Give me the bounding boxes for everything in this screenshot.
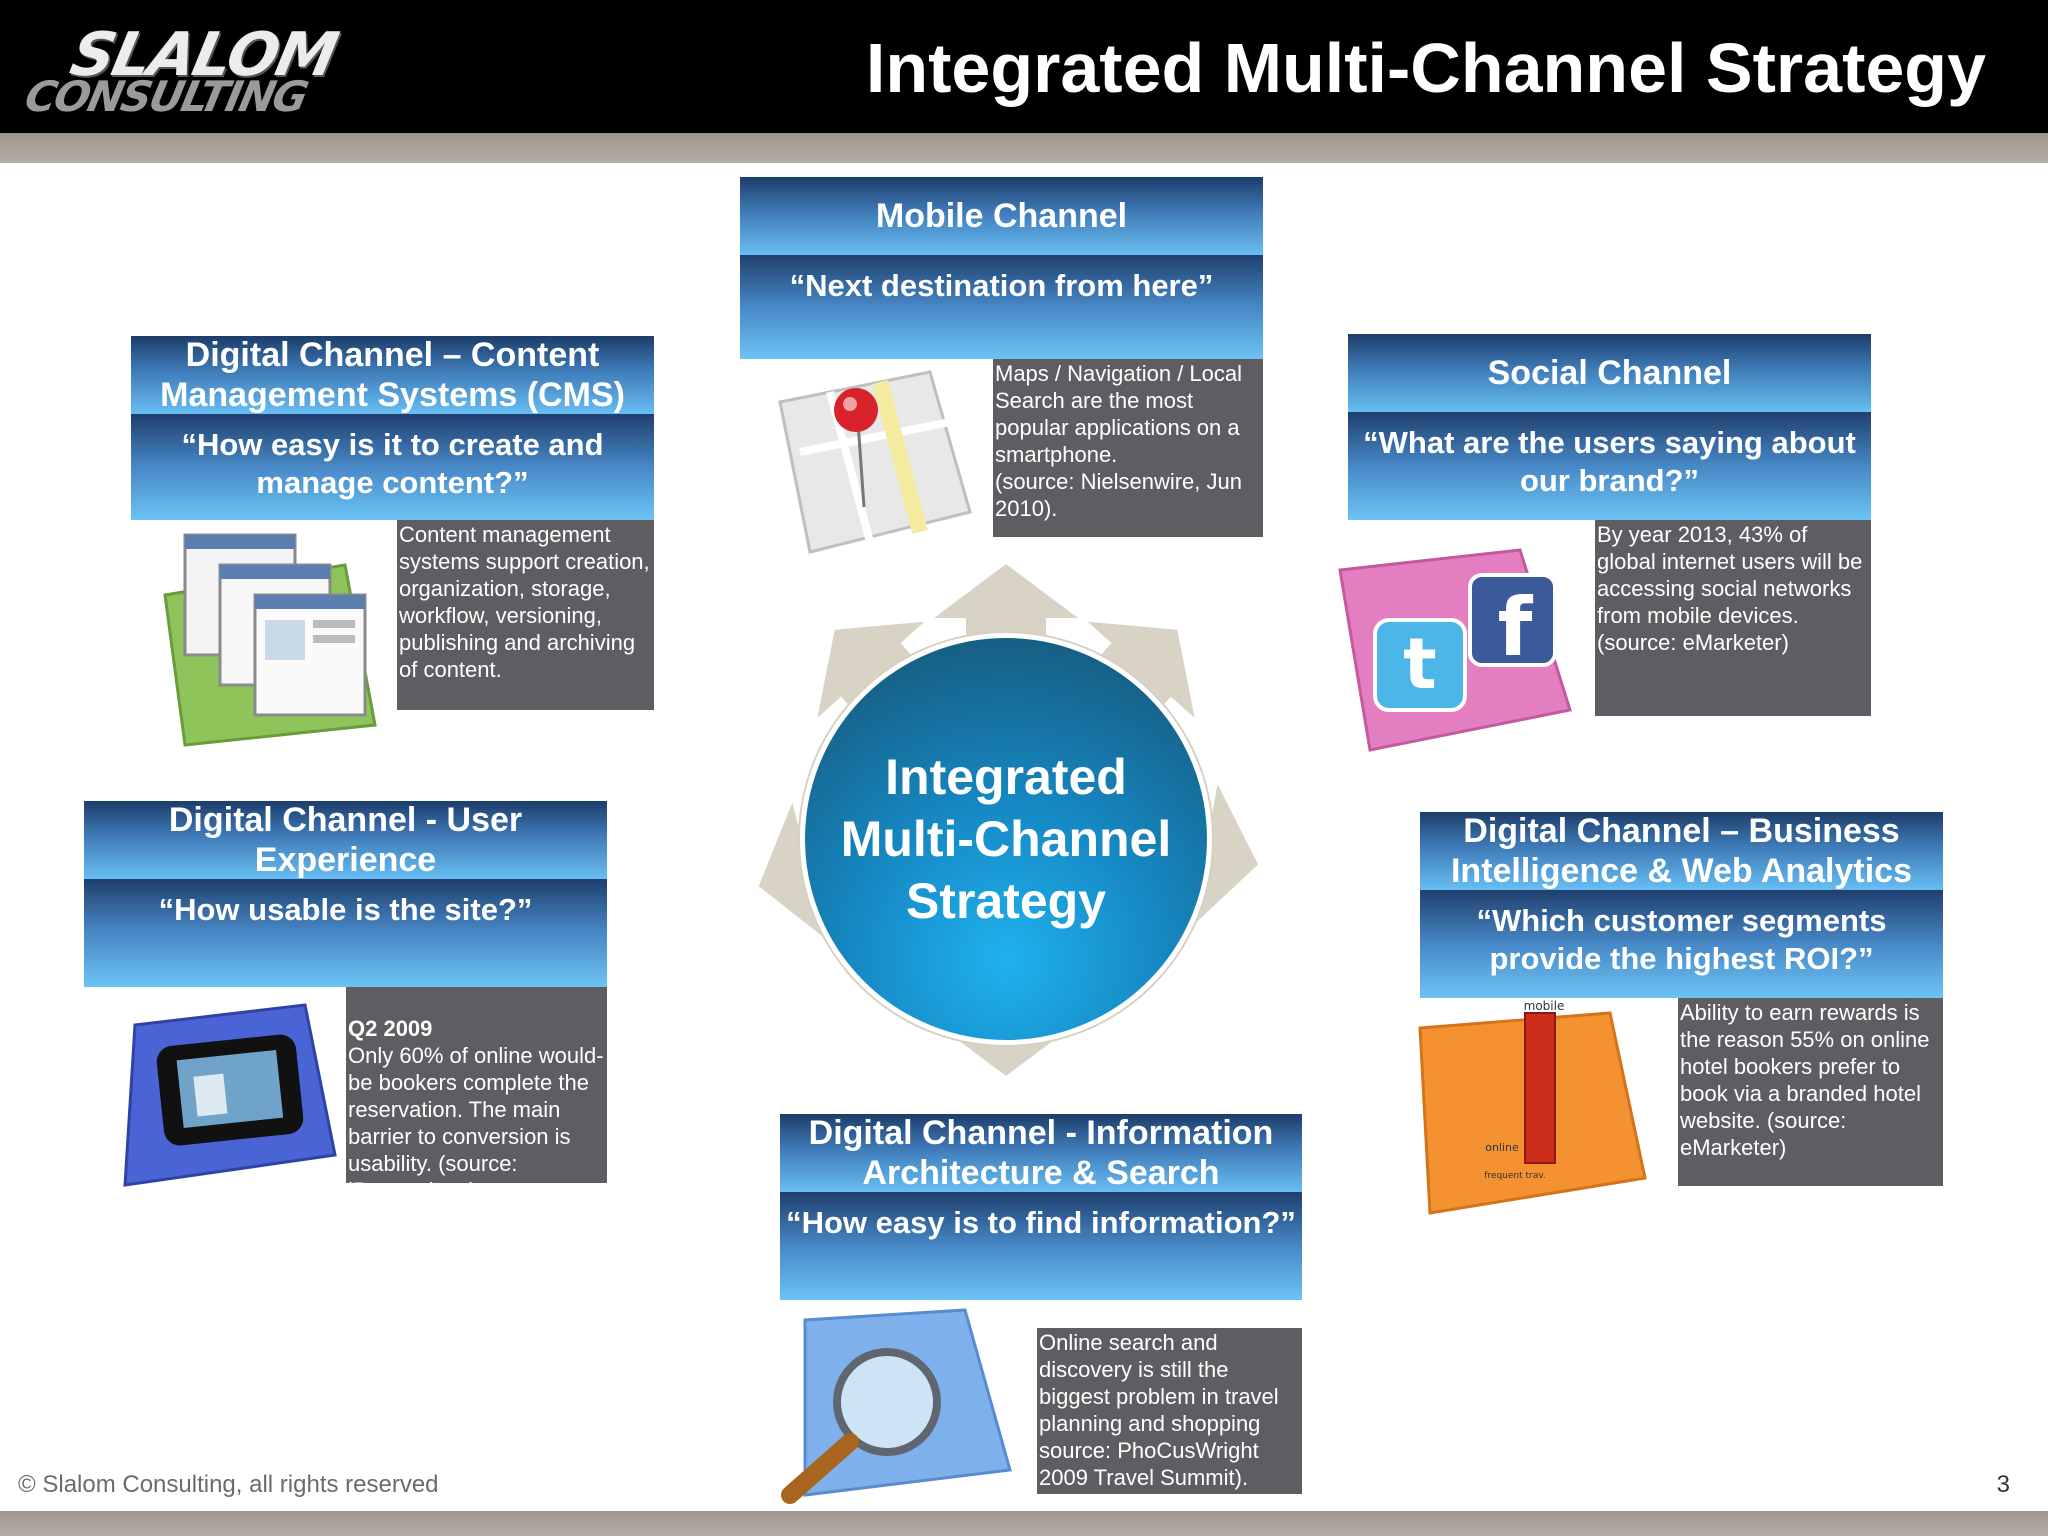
header-bar: SLALOM CONSULTING Integrated Multi-Chann… bbox=[0, 0, 2048, 133]
page-title: Integrated Multi-Channel Strategy bbox=[865, 29, 1986, 107]
web-pages-icon bbox=[163, 533, 377, 747]
svg-text:f: f bbox=[1498, 581, 1534, 674]
bi-icon-label-mid: online bbox=[1485, 1141, 1519, 1154]
arrow-upper-left-icon bbox=[817, 621, 931, 730]
bi-icon-label-top: mobile bbox=[1524, 999, 1565, 1013]
cms-card-title: Digital Channel – Content Management Sys… bbox=[131, 336, 654, 414]
footer-divider bbox=[0, 1511, 2048, 1536]
svg-text:t: t bbox=[1403, 623, 1436, 705]
social-media-icon: t f bbox=[1338, 548, 1572, 752]
ia-card-fact: Online search and discovery is still the… bbox=[1037, 1328, 1302, 1494]
mobile-card-fact: Maps / Navigation / Local Search are the… bbox=[993, 359, 1263, 537]
bi-card-question: “Which customer segments provide the hig… bbox=[1420, 890, 1943, 998]
bi-icon-label-bottom: frequent trav. bbox=[1484, 1171, 1546, 1181]
map-pin-icon bbox=[778, 370, 972, 554]
mobile-card-title: Mobile Channel bbox=[740, 177, 1263, 255]
page-number: 3 bbox=[1996, 1471, 2010, 1498]
social-card-fact: By year 2013, 43% of global internet use… bbox=[1595, 520, 1871, 716]
slalom-logo: SLALOM CONSULTING bbox=[20, 20, 400, 121]
social-card-question: “What are the users saying about our bra… bbox=[1348, 412, 1871, 520]
mobile-device-icon bbox=[123, 1003, 337, 1187]
bi-card-title: Digital Channel – Business Intelligence … bbox=[1420, 812, 1943, 890]
ux-card-question: “How usable is the site?” bbox=[84, 879, 607, 987]
ia-card-title: Digital Channel - Information Architectu… bbox=[780, 1114, 1302, 1192]
arrow-upper-right-icon bbox=[1081, 621, 1195, 730]
cms-card-fact: Content management systems support creat… bbox=[397, 520, 654, 710]
center-label: Integrated Multi-Channel Strategy bbox=[840, 749, 1172, 929]
header-divider bbox=[0, 133, 2048, 163]
bar-chart-icon: mobile online frequent trav. bbox=[1418, 999, 1647, 1215]
mobile-card-question: “Next destination from here” bbox=[740, 255, 1263, 359]
copyright-notice: © Slalom Consulting, all rights reserved bbox=[18, 1471, 439, 1498]
cms-card-question: “How easy is it to create and manage con… bbox=[131, 414, 654, 520]
magnifier-icon bbox=[781, 1308, 1012, 1504]
ux-fact-body: Only 60% of online would-be bookers comp… bbox=[348, 1043, 604, 1183]
ux-card-title: Digital Channel - User Experience bbox=[84, 801, 607, 879]
bi-card-fact: Ability to earn rewards is the reason 55… bbox=[1678, 998, 1943, 1186]
ia-card-question: “How easy is to find information?” bbox=[780, 1192, 1302, 1300]
center-strategy-circle: Integrated Multi-Channel Strategy bbox=[800, 633, 1212, 1045]
social-card-title: Social Channel bbox=[1348, 334, 1871, 412]
ux-fact-heading: Q2 2009 bbox=[348, 1016, 433, 1041]
logo-line2: CONSULTING bbox=[20, 72, 311, 121]
